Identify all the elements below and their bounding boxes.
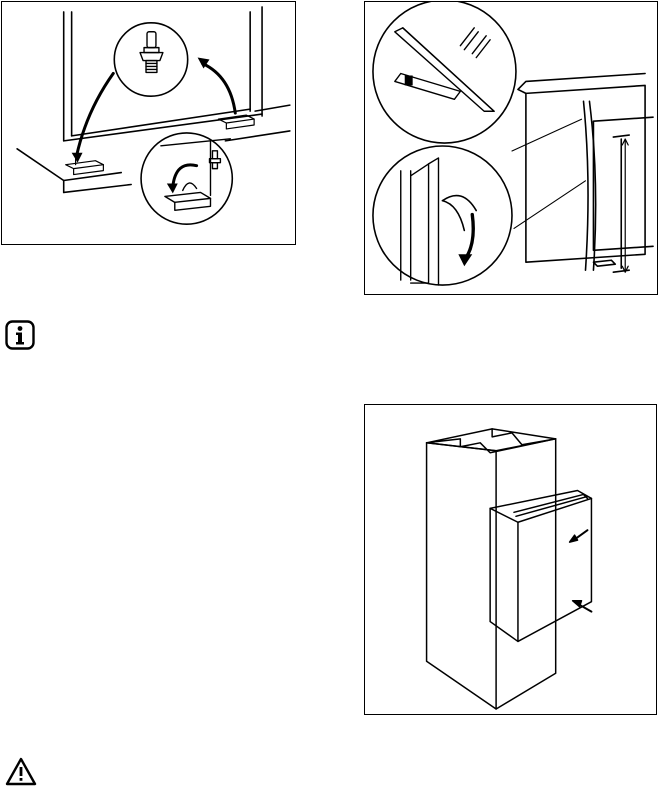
strip-detail-circle [373,146,512,285]
seal-trim-figure [364,1,658,295]
cabinet-front-face [496,439,556,709]
dimension-arrow [622,139,628,272]
arrow-down-left [77,73,114,155]
cabinet-left-face [427,443,497,709]
cabinet-outline [17,7,290,192]
warning-icon [5,757,37,787]
info-icon [5,320,35,350]
appliance-cabinet [518,74,653,273]
appliance-door [490,490,591,641]
door-mount-figure [364,404,657,715]
hinge-detail-circle [141,133,232,224]
pin-detail-circle [114,23,187,96]
peel-arrow-head [458,254,472,266]
knife-detail-circle [373,2,516,143]
arrow-inner-circle [173,165,197,187]
hinge-pin-figure [1,1,296,245]
arrow-head-left [72,153,83,163]
lower-hinge-left [66,159,104,175]
arrow-up-right [203,63,236,113]
